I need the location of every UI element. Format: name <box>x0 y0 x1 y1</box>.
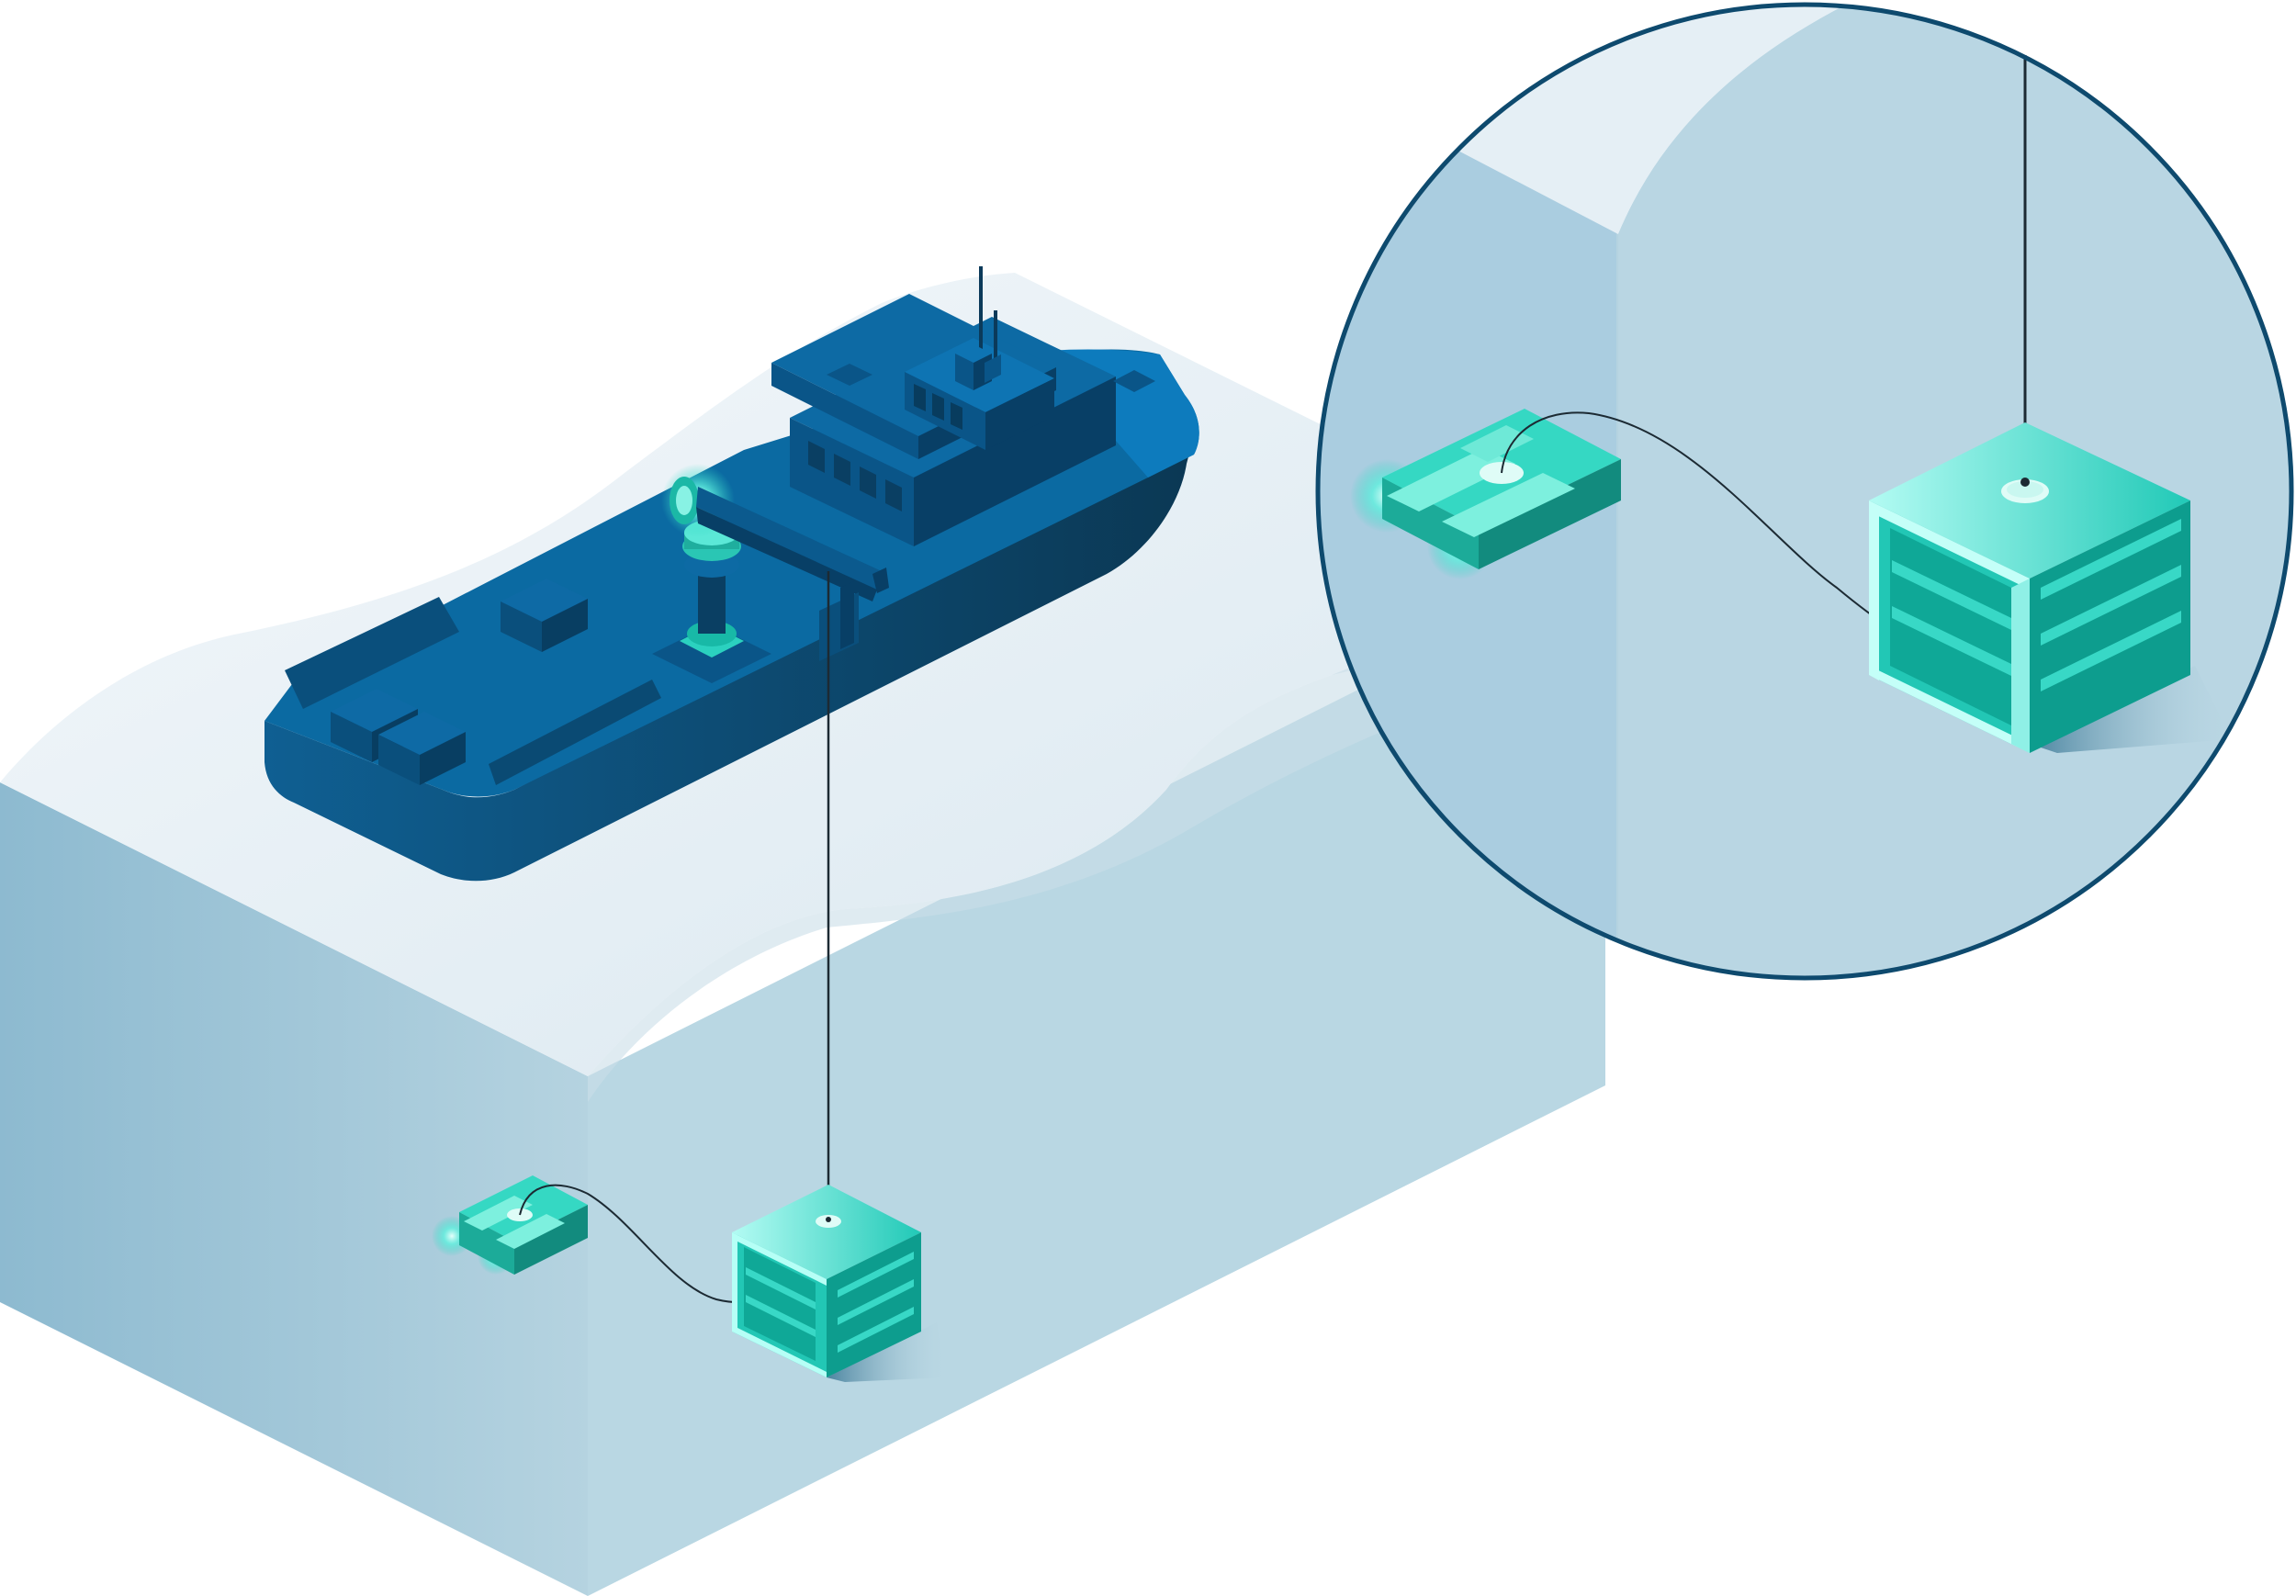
bridge-windows <box>808 441 902 511</box>
subsea-cage-icon <box>732 1185 946 1382</box>
support-vessel-icon <box>264 266 1199 882</box>
water-surface-depth <box>588 566 1605 1102</box>
cage-shadow <box>827 1322 946 1382</box>
cargo-box <box>501 579 588 652</box>
subsea-cage-icon <box>1869 422 2232 753</box>
crane-icon <box>652 464 889 683</box>
mast <box>955 266 1001 390</box>
rov-icon <box>1350 409 2009 668</box>
ship-side-rail <box>489 680 661 785</box>
water-left-face <box>0 782 588 1596</box>
cage-shadow <box>2030 666 2232 753</box>
ship-aft-wall <box>285 597 459 709</box>
zoom-ring <box>1315 2 2294 981</box>
wheelhouse-windows <box>914 384 962 430</box>
cargo-box <box>378 712 466 785</box>
rov-icon <box>432 1175 813 1304</box>
magnifier-circle-icon <box>1315 2 2294 981</box>
ship-superstructure <box>771 294 1155 546</box>
